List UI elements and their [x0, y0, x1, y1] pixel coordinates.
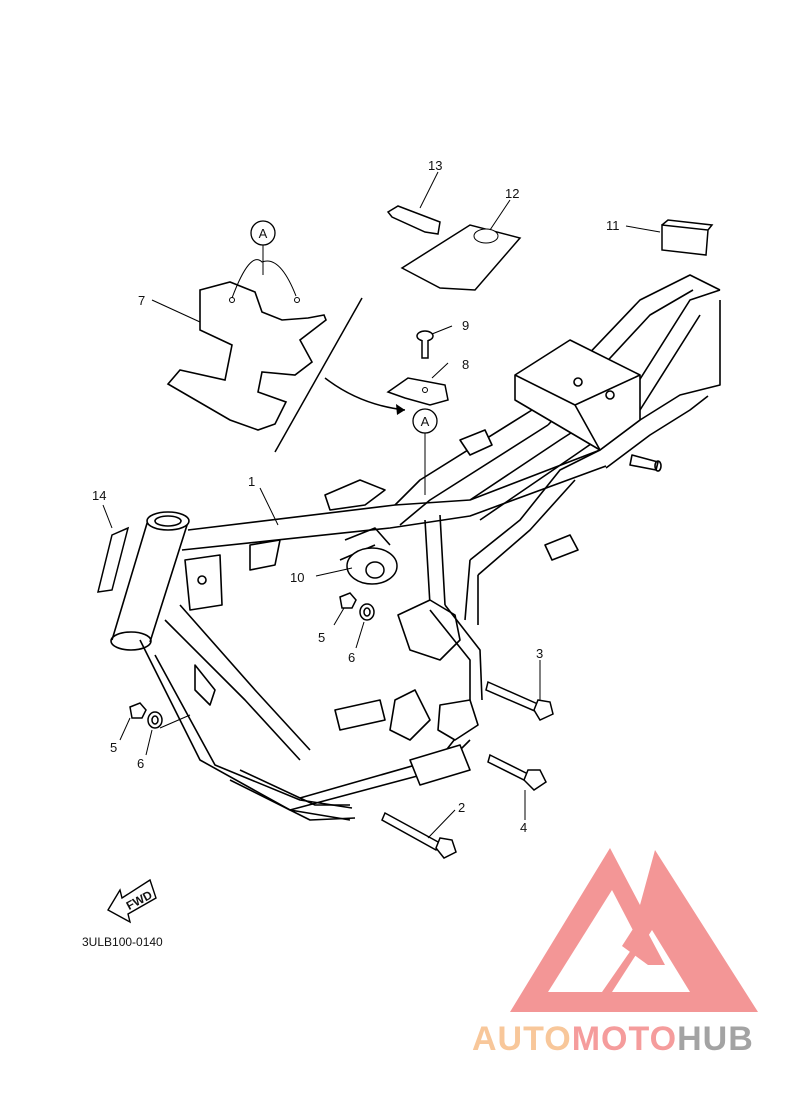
- reference-arrowhead: [396, 404, 405, 415]
- watermark-emblem: [510, 848, 758, 1012]
- watermark-auto: AUTO: [472, 1020, 572, 1058]
- watermark-hub: HUB: [677, 1020, 754, 1058]
- callout-9: 9: [462, 318, 469, 333]
- watermark-logo: AUTOMOTOHUB: [472, 1020, 754, 1059]
- callout-labels: 1 2 3 4 5 5 6 6 7 8 9 10 11 12 13 14: [92, 158, 620, 835]
- part-13-clip: [386, 205, 441, 235]
- reference-marker-top: A: [250, 220, 276, 246]
- leader-lines: [102, 171, 661, 839]
- callout-10: 10: [290, 570, 304, 585]
- reference-arrow: [324, 377, 406, 411]
- svg-text:A: A: [421, 414, 430, 429]
- callout-13: 13: [428, 158, 442, 173]
- callout-5-lower: 5: [110, 740, 117, 755]
- callout-8: 8: [462, 357, 469, 372]
- forward-direction-arrow: FWD: [107, 878, 157, 924]
- nut-5-upper: [339, 592, 357, 609]
- part-8-bracket: [386, 377, 449, 406]
- washer-6-upper: [359, 603, 375, 621]
- watermark-moto: MOTO: [571, 1020, 678, 1058]
- callout-4: 4: [520, 820, 527, 835]
- bolt-2: [381, 811, 457, 859]
- separator-line: [274, 297, 363, 453]
- callout-11: 11: [606, 218, 620, 233]
- diagram-code: 3ULB100-0140: [82, 935, 163, 949]
- callout-1: 1: [248, 474, 255, 489]
- plate-leader: [231, 259, 297, 299]
- part-12-pouch: [400, 224, 522, 291]
- part-11-block: [661, 219, 714, 256]
- svg-text:A: A: [259, 226, 268, 241]
- nut-5-lower: [129, 702, 147, 719]
- part-7-plate: [166, 281, 327, 431]
- callout-6-upper: 6: [348, 650, 355, 665]
- part-10-damper: [346, 547, 398, 585]
- callout-2: 2: [458, 800, 465, 815]
- reference-marker-frame: A: [412, 408, 438, 434]
- callout-7: 7: [138, 293, 145, 308]
- bolt-4: [487, 753, 547, 791]
- bracket-hole: [422, 387, 428, 393]
- callout-6-lower: 6: [137, 756, 144, 771]
- callout-12: 12: [505, 186, 519, 201]
- bolt-3: [485, 680, 554, 721]
- frame-main: [110, 274, 721, 821]
- part-14-strip: [97, 526, 130, 593]
- callout-3: 3: [536, 646, 543, 661]
- washer-6-lower: [147, 711, 163, 729]
- pouch-cap: [473, 228, 499, 244]
- callout-14: 14: [92, 488, 106, 503]
- callout-5-upper: 5: [318, 630, 325, 645]
- part-9-screw: [416, 330, 434, 359]
